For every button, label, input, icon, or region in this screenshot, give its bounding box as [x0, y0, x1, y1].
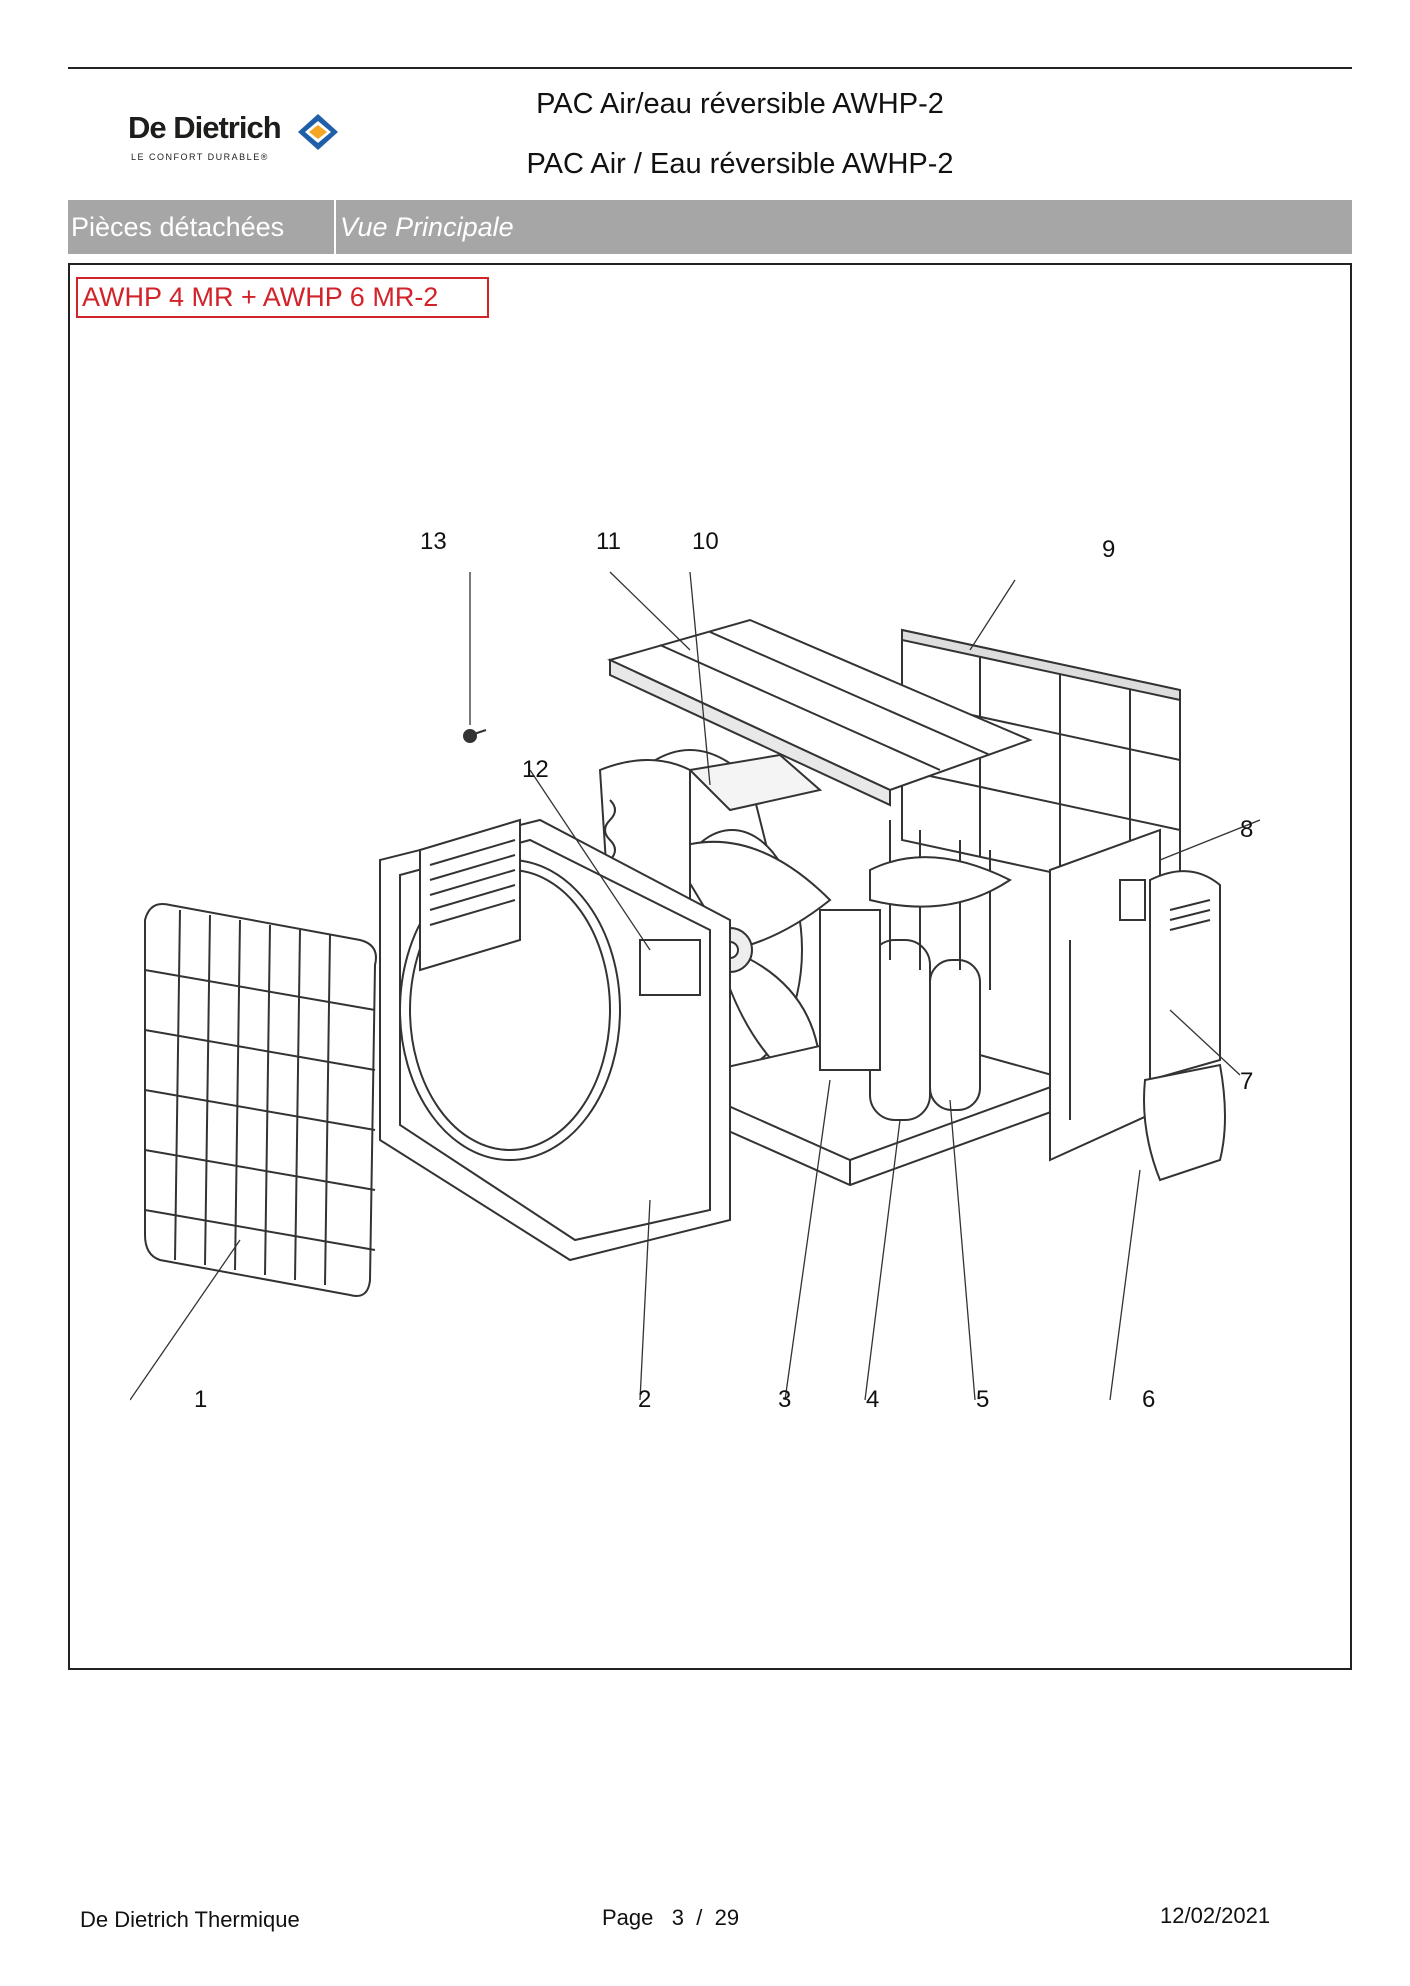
section-band: Pièces détachées Vue Principale — [68, 200, 1352, 254]
screw — [463, 729, 487, 743]
diagram-frame — [68, 263, 1352, 1670]
page-current: 3 — [671, 1905, 684, 1930]
footer-page-indicator: Page 3 / 29 — [602, 1905, 739, 1931]
callout-7: 7 — [1240, 1068, 1254, 1095]
callout-12: 12 — [522, 756, 549, 783]
footer-company: De Dietrich Thermique — [80, 1907, 300, 1932]
callout-8: 8 — [1240, 816, 1254, 843]
top-rule — [68, 67, 1352, 69]
model-label: AWHP 4 MR + AWHP 6 MR-2 — [76, 277, 489, 318]
leader-lines — [130, 571, 1260, 1401]
front-panel — [379, 818, 731, 1262]
callout-2: 2 — [638, 1386, 652, 1413]
callout-6: 6 — [1142, 1386, 1156, 1413]
callout-13: 13 — [420, 528, 447, 555]
top-cover — [607, 618, 1033, 807]
compressor-assembly — [819, 820, 1012, 1121]
page-label: Page — [602, 1905, 654, 1930]
callout-4: 4 — [866, 1386, 880, 1413]
corner-cover — [1143, 870, 1226, 1182]
section-label: Pièces détachées — [68, 200, 336, 254]
footer-date: 12/02/2021 — [1160, 1903, 1271, 1928]
page-separator: / — [696, 1905, 703, 1930]
view-label: Vue Principale — [340, 212, 514, 242]
brand-name: De Dietrich — [128, 110, 282, 145]
page-total: 29 — [714, 1905, 740, 1930]
rear-grille-panel — [901, 628, 1181, 902]
document-title-fr: PAC Air/eau réversible AWHP-2 — [536, 88, 944, 120]
brand-tagline: LE CONFORT DURABLE® — [131, 152, 269, 162]
exploded-view-diagram — [130, 571, 1260, 1401]
callout-9: 9 — [1102, 536, 1116, 563]
brand-diamond-icon — [298, 114, 338, 150]
side-panel — [1049, 828, 1161, 1162]
front-grille — [144, 903, 377, 1297]
document-title-alt: PAC Air / Eau réversible AWHP-2 — [526, 148, 954, 180]
callout-1: 1 — [194, 1386, 208, 1413]
callout-10: 10 — [692, 528, 719, 555]
callout-5: 5 — [976, 1386, 990, 1413]
brand-logo: De Dietrich LE CONFORT DURABLE® — [128, 110, 343, 166]
callout-3: 3 — [778, 1386, 792, 1413]
callout-11: 11 — [596, 528, 621, 555]
